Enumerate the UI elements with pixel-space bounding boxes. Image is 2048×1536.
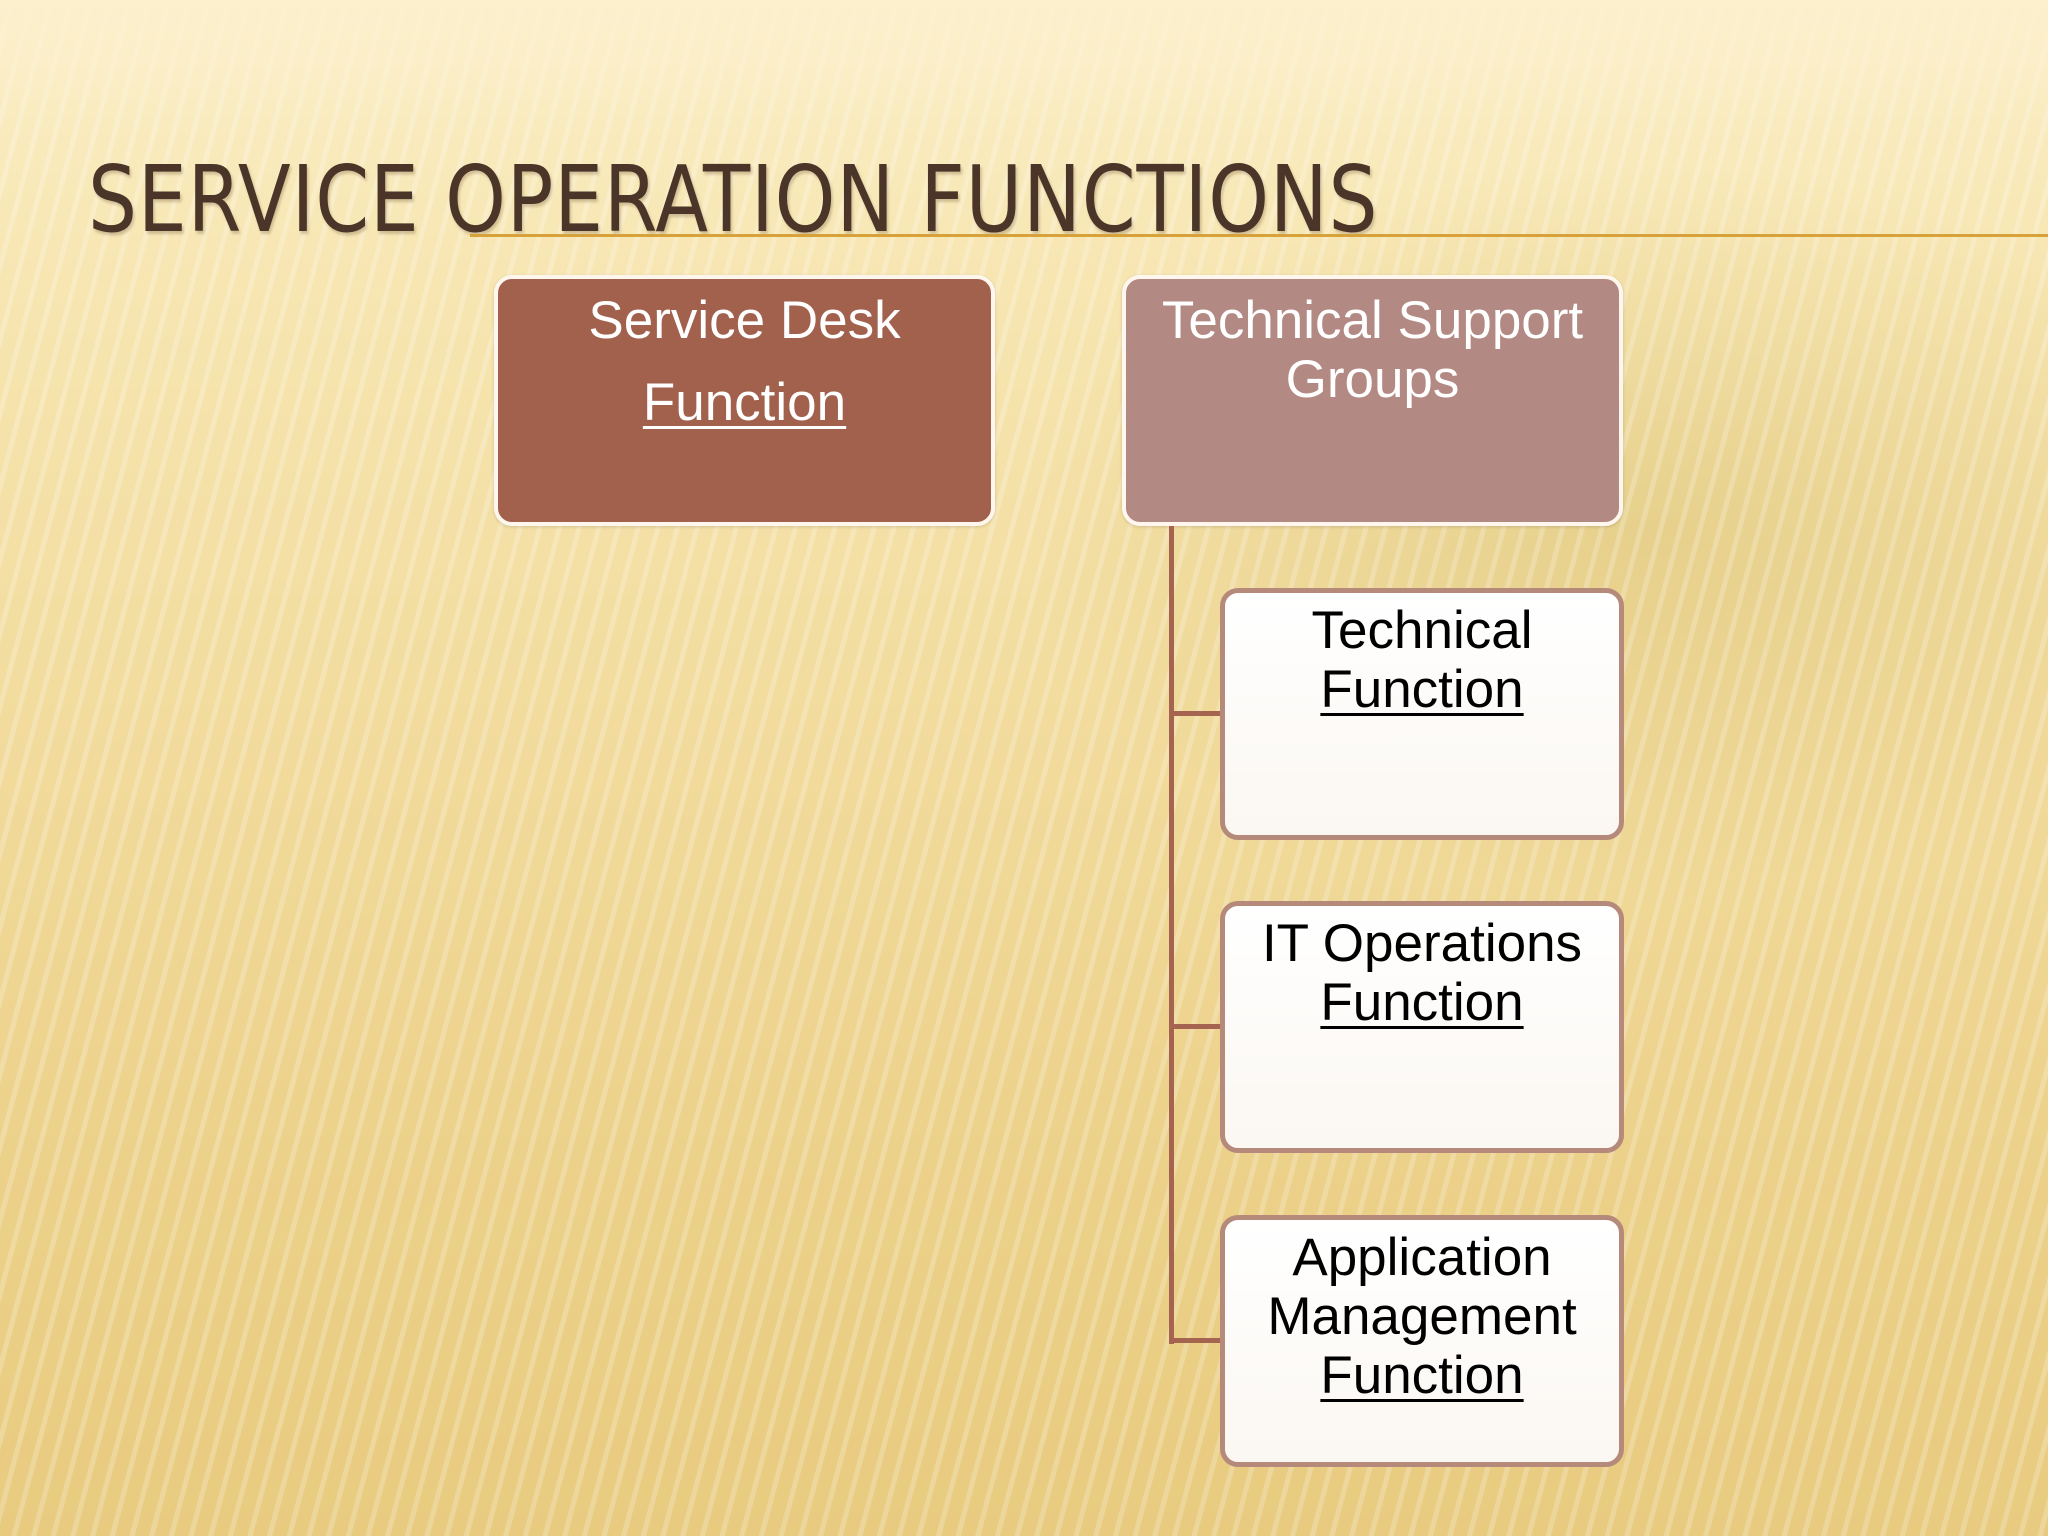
application-label: Application xyxy=(1292,1228,1552,1287)
background-glow xyxy=(0,0,2048,120)
connector-application-management-function xyxy=(1169,1338,1222,1343)
application-management-function-box: Application Management Function xyxy=(1220,1215,1624,1467)
technical-label: Technical xyxy=(1311,601,1533,660)
it-operations-function-box: IT Operations Function xyxy=(1220,901,1624,1153)
service-desk-label: Service Desk xyxy=(588,291,901,350)
it-operations-function-link[interactable]: Function xyxy=(1320,973,1524,1032)
connector-it-operations-function xyxy=(1169,1024,1222,1029)
management-label: Management xyxy=(1267,1287,1577,1346)
service-desk-function-box: Service Desk Function xyxy=(494,275,995,526)
technical-support-label: Technical Support xyxy=(1161,291,1584,350)
connector-technical-function xyxy=(1169,711,1222,716)
title-underline-rule xyxy=(470,234,2048,237)
application-management-function-link[interactable]: Function xyxy=(1320,1346,1524,1405)
technical-support-groups-box: Technical Support Groups xyxy=(1122,275,1623,526)
service-desk-function-link[interactable]: Function xyxy=(642,373,847,432)
connector-vertical xyxy=(1169,526,1174,1344)
technical-function-box: Technical Function xyxy=(1220,588,1624,840)
groups-label: Groups xyxy=(1285,350,1460,409)
it-operations-label: IT Operations xyxy=(1261,914,1583,973)
technical-function-link[interactable]: Function xyxy=(1320,660,1524,719)
